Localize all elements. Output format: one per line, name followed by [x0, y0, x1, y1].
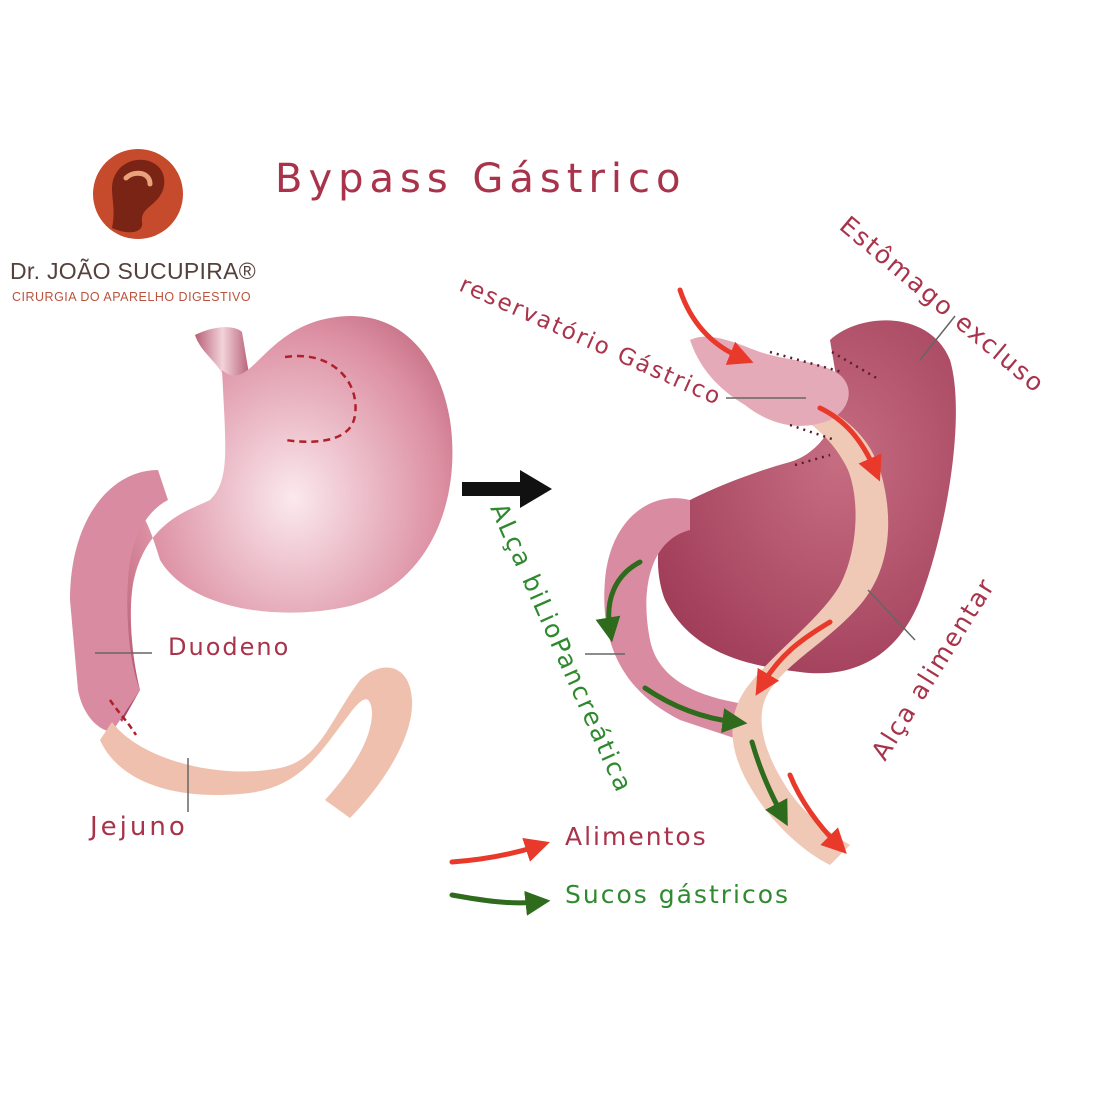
jejunum	[100, 667, 413, 818]
legend: Alimentos Sucos gástricos	[449, 822, 790, 916]
excluded-stomach	[657, 320, 956, 674]
bypass-anatomy	[604, 320, 956, 865]
logo-name: Dr. JOÃO SUCUPIRA®	[10, 258, 256, 284]
juice-arrows	[595, 559, 788, 827]
diagram-title: Bypass Gástrico	[275, 156, 686, 202]
label-jejuno: Jejuno	[88, 812, 188, 842]
excluso-leader	[919, 315, 956, 361]
legend-food-arrow	[449, 837, 550, 865]
legend-juice-arrow	[449, 890, 551, 916]
label-reservatorio: reservatório Gástrico	[456, 272, 726, 411]
legend-alimentos: Alimentos	[565, 822, 708, 851]
normal-stomach	[70, 316, 453, 736]
logo-mark	[93, 149, 183, 239]
label-duodeno: Duodeno	[168, 633, 290, 661]
alimentar-leader	[867, 589, 916, 641]
transition-arrow	[462, 470, 552, 508]
legend-sucos: Sucos gástricos	[565, 880, 790, 909]
logo-subtitle: CIRURGIA DO APARELHO DIGESTIVO	[12, 290, 252, 304]
food-arrows	[677, 287, 882, 854]
